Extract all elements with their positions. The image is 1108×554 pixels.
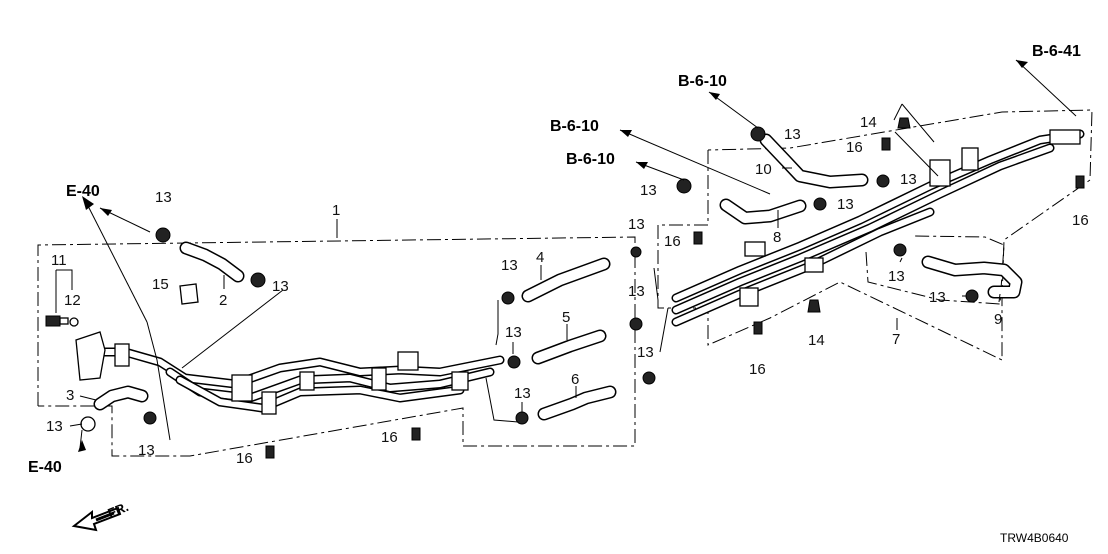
assembly-9-boundary: [865, 235, 1005, 305]
ref-b610-b: B-6-10: [550, 118, 599, 135]
callout-16-e: 16: [846, 139, 863, 156]
callout-15: 15: [152, 276, 169, 293]
hose-6: [537, 385, 617, 421]
ref-b610-a: B-6-10: [678, 73, 727, 90]
arrow-heads: [78, 60, 1028, 452]
callout-16-b: 16: [381, 429, 398, 446]
front-direction-arrow: [71, 506, 122, 532]
callout-13-b: 13: [272, 278, 289, 295]
bolts: [265, 117, 1085, 459]
callout-14-top: 14: [860, 114, 877, 131]
callout-16-d: 16: [749, 361, 766, 378]
callout-3: 3: [66, 387, 74, 404]
callout-5: 5: [562, 309, 570, 326]
hose-3: [93, 385, 149, 411]
ref-e40-top: E-40: [66, 183, 100, 200]
assembly-7-boundary: [657, 109, 1093, 361]
hose-10: [759, 133, 869, 189]
callout-6: 6: [571, 371, 579, 388]
callout-13-m: 13: [837, 196, 854, 213]
callout-9: 9: [994, 311, 1002, 328]
left-bracket: [75, 331, 106, 381]
hose-clamps: [80, 126, 979, 432]
callout-13-h: 13: [628, 216, 645, 233]
diagram-code: TRW4B0640: [1000, 531, 1069, 545]
callout-13-n: 13: [900, 171, 917, 188]
ref-b641: B-6-41: [1032, 43, 1081, 60]
assembly-1-boundary: [37, 236, 636, 457]
callout-13-g: 13: [514, 385, 531, 402]
callout-13-a: 13: [155, 189, 172, 206]
leader-lines: [55, 59, 1077, 449]
hose-8: [719, 198, 807, 225]
callout-16-a: 16: [236, 450, 253, 467]
callout-16-c: 16: [664, 233, 681, 250]
callout-1: 1: [332, 202, 340, 219]
sensor-11: [45, 315, 79, 327]
callout-14-bottom: 14: [808, 332, 825, 349]
hose-4: [521, 257, 611, 303]
callout-13-k: 13: [640, 182, 657, 199]
hose-2: [179, 241, 245, 283]
callout-8: 8: [773, 229, 781, 246]
hose-9: [921, 255, 1023, 299]
direction-label: FR.: [106, 499, 131, 521]
callout-13-j: 13: [637, 344, 654, 361]
ref-b610-c: B-6-10: [566, 151, 615, 168]
ref-e40-bottom: E-40: [28, 459, 62, 476]
callout-13-f: 13: [505, 324, 522, 341]
callout-12: 12: [64, 292, 81, 309]
part-callouts: 1 2 3 4 5 6 7 8 9 10 11 12 14 14 15 16 1…: [46, 114, 1089, 467]
reference-labels: E-40 E-40 B-6-10 B-6-10 B-6-10 B-6-41 FR…: [28, 43, 1081, 545]
left-connector: [114, 343, 130, 367]
callout-13-o: 13: [888, 268, 905, 285]
callout-11: 11: [51, 252, 67, 269]
callout-4: 4: [536, 249, 544, 266]
callout-10: 10: [755, 161, 772, 178]
left-pipe-bundle: [75, 331, 505, 415]
callout-13-l: 13: [784, 126, 801, 143]
bracket-15: [179, 283, 199, 305]
callout-2: 2: [219, 292, 227, 309]
callout-13-e: 13: [501, 257, 518, 274]
callout-13-i: 13: [628, 283, 645, 300]
right-pipe-bundle: [671, 129, 1085, 327]
callout-7: 7: [892, 331, 900, 348]
callout-16-f: 16: [1072, 212, 1089, 229]
callout-13-p: 13: [929, 289, 946, 306]
hose-5: [531, 329, 607, 365]
callout-13-d: 13: [46, 418, 63, 435]
callout-13-c: 13: [138, 442, 155, 459]
